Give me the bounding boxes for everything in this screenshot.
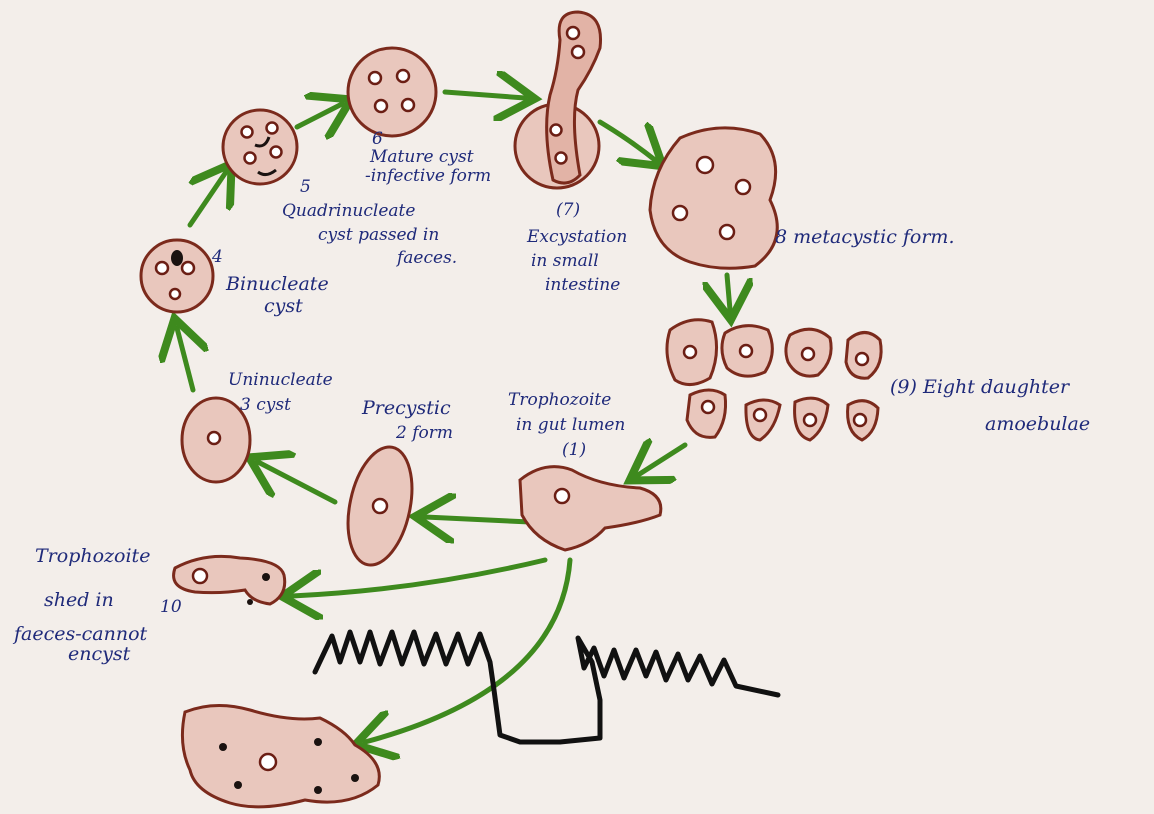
arrow-metacystic-to-daughters [727, 275, 730, 310]
labels: 6 Mature cyst -infective form (7) Excyst… [12, 129, 1090, 665]
label-excystation-num: (7) [556, 200, 580, 220]
label-precystic-2: 2 form [395, 423, 453, 443]
label-eight-daughter-1: (9) Eight daughter [890, 376, 1071, 398]
label-excystation-1: Excystation [526, 227, 627, 247]
label-trophozoite-shed-4: encyst [68, 643, 131, 665]
label-mature-cyst-1: Mature cyst [369, 147, 474, 167]
label-binucleate-num: 4 [211, 247, 223, 267]
label-trophozoite-gut-num: (1) [562, 440, 586, 460]
daughter-amoebulae [667, 320, 881, 440]
arrow-trophozoite-to-shed [292, 560, 545, 596]
label-excystation-2: in small [531, 251, 599, 271]
label-excystation-3: intestine [545, 275, 620, 295]
label-trophozoite-shed-3: faeces-cannot [12, 623, 148, 645]
arrow-trophozoite-to-precystic [425, 517, 530, 522]
arrow-quadrinucleate-to-mature [297, 104, 342, 127]
label-quadrinucleate-3: faeces. [395, 248, 457, 268]
arrow-daughters-to-trophozoite [638, 445, 685, 475]
quadrinucleate-cyst [223, 110, 297, 184]
binucleate-cyst [141, 240, 213, 312]
label-mature-cyst-2: -infective form [365, 166, 491, 186]
label-eight-daughter-2: amoebulae [985, 413, 1090, 435]
label-metacystic: 8 metacystic form. [775, 226, 954, 248]
label-quadrinucleate-num: 5 [300, 177, 311, 197]
arrow-mature-to-excyst [445, 92, 525, 98]
precystic-form [338, 441, 422, 571]
label-mature-cyst-num: 6 [372, 129, 383, 149]
mature-cyst [348, 48, 436, 136]
arrow-uninucleate-to-binucleate [177, 328, 193, 390]
label-uninucleate-1: Uninucleate [228, 370, 333, 390]
arrow-precystic-to-uninucleate [258, 462, 335, 502]
tissue-trophozoite [182, 705, 379, 806]
label-trophozoite-shed-2: shed in [44, 589, 114, 611]
arrow-excyst-to-metacystic [600, 122, 655, 160]
label-quadrinucleate-2: cyst passed in [318, 225, 439, 245]
label-trophozoite-shed-1: Trophozoite [35, 545, 150, 567]
label-trophozoite-shed-num: 10 [160, 597, 182, 617]
label-quadrinucleate-1: Quadrinucleate [282, 201, 415, 221]
label-trophozoite-gut-1: Trophozoite [508, 390, 611, 410]
trophozoite-gut [520, 467, 661, 550]
intestinal-villi [315, 632, 778, 742]
label-precystic-1: Precystic [361, 397, 451, 419]
arrow-binucleate-to-quadrinucleate [190, 172, 226, 225]
trophozoite-shed [174, 556, 285, 605]
label-binucleate-2: cyst [264, 295, 303, 317]
label-trophozoite-gut-2: in gut lumen [516, 415, 625, 435]
label-binucleate-1: Binucleate [225, 273, 329, 295]
metacystic-form [650, 128, 777, 268]
excystation-cyst [515, 12, 601, 188]
label-uninucleate-2: 3 cyst [240, 395, 291, 415]
